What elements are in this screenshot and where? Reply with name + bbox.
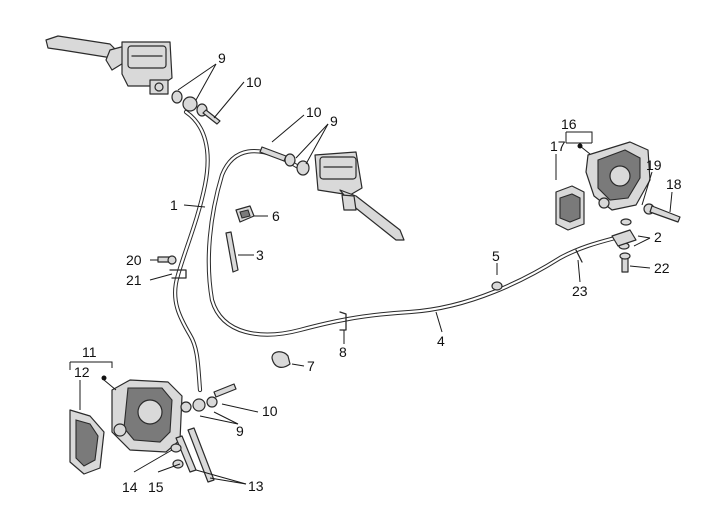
banjo-fitting-caliper xyxy=(180,383,237,413)
ring-5 xyxy=(491,281,503,291)
callout-20: 20 xyxy=(126,252,142,268)
callout-9-top-center: 9 xyxy=(330,113,338,129)
banjo-fitting-rear xyxy=(611,229,637,247)
callout-8: 8 xyxy=(339,344,347,360)
rear-master-cylinder xyxy=(259,146,405,241)
callout-19: 19 xyxy=(646,157,662,173)
bolt-22 xyxy=(619,252,631,273)
brake-pads-front xyxy=(69,409,105,475)
callout-9-top-left: 9 xyxy=(218,50,226,66)
callout-10-top-left: 10 xyxy=(246,74,262,90)
callout-21: 21 xyxy=(126,272,142,288)
callout-7: 7 xyxy=(307,358,315,374)
pin-3 xyxy=(225,231,239,273)
front-caliper xyxy=(111,379,183,453)
leader-lines xyxy=(69,63,673,485)
callout-23: 23 xyxy=(572,283,588,299)
callout-12: 12 xyxy=(74,364,90,380)
callout-14: 14 xyxy=(122,479,138,495)
callout-16: 16 xyxy=(561,116,577,132)
hose-4 xyxy=(206,149,618,337)
callout-3: 3 xyxy=(256,247,264,263)
callout-22: 22 xyxy=(654,260,670,276)
callout-18: 18 xyxy=(666,176,682,192)
callout-11: 11 xyxy=(82,344,97,360)
callout-10-top-center: 10 xyxy=(306,104,322,120)
rear-caliper xyxy=(585,141,651,211)
banjo-fitting-front xyxy=(171,90,221,125)
callout-13: 13 xyxy=(248,478,264,494)
callout-15: 15 xyxy=(148,479,164,495)
callout-labels: 1 2 3 4 5 6 7 8 9 9 9 10 10 10 11 12 13 … xyxy=(74,50,682,495)
callout-9-bottom: 9 xyxy=(236,423,244,439)
clamp-8 xyxy=(339,311,347,331)
callout-10-bottom: 10 xyxy=(262,403,278,419)
clip-6 xyxy=(235,205,255,223)
bracket-21 xyxy=(169,269,187,279)
callout-2: 2 xyxy=(654,229,662,245)
bolts-13 xyxy=(170,427,215,483)
callout-4: 4 xyxy=(437,333,445,349)
clip-7 xyxy=(271,351,291,368)
front-master-cylinder xyxy=(45,35,173,95)
callout-6: 6 xyxy=(272,208,280,224)
hose-1 xyxy=(173,109,210,393)
bolt-18 xyxy=(643,203,681,223)
callout-1: 1 xyxy=(170,197,178,213)
clip-23 xyxy=(575,249,583,263)
brake-pads-rear xyxy=(555,185,585,231)
callout-5: 5 xyxy=(492,248,500,264)
callout-17: 17 xyxy=(550,138,566,154)
screw-20 xyxy=(157,255,177,265)
